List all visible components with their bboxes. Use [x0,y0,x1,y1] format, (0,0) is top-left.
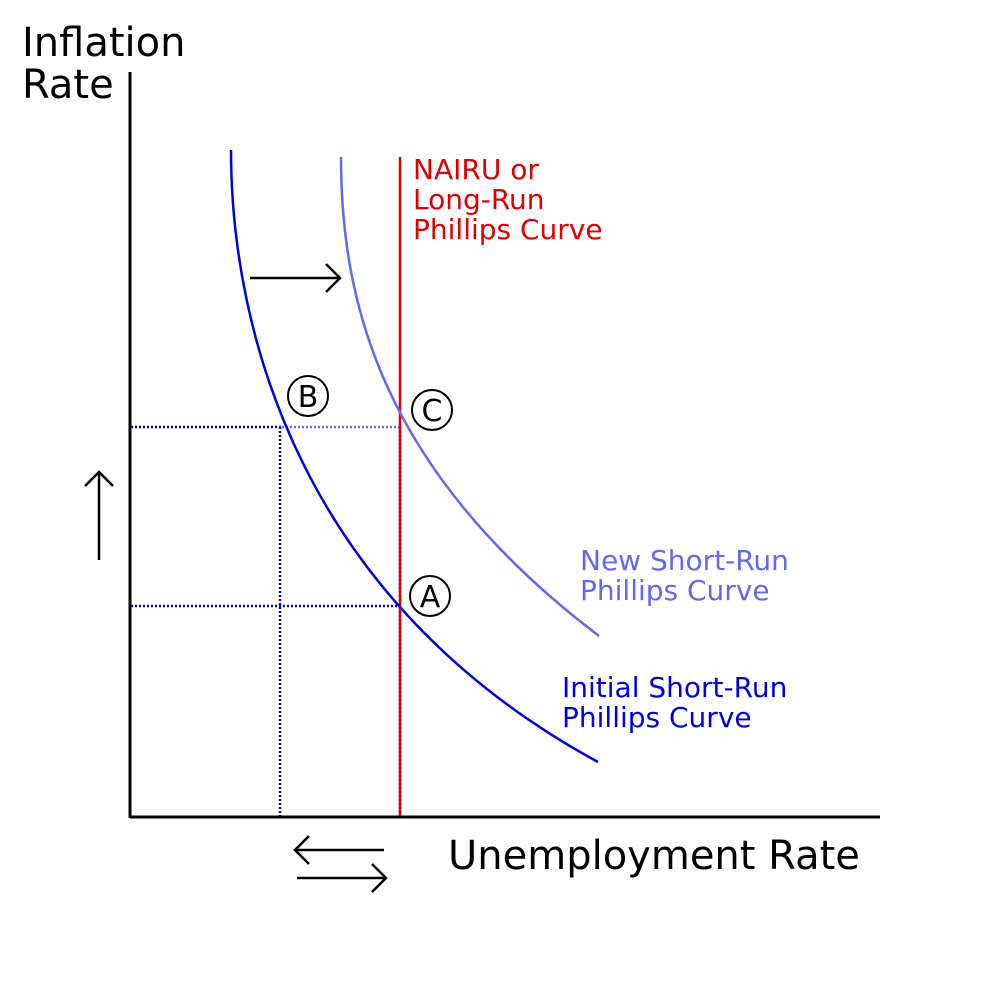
initial-srpc-label-line2: Phillips Curve [562,701,752,734]
x-axis-label: Unemployment Rate [448,833,860,879]
point-a-marker: A [409,575,451,617]
new-srpc-label-line2: Phillips Curve [580,574,770,607]
lrpc-label-line2: Long-Run [413,183,545,216]
inflation-up-arrow-icon [84,470,114,560]
point-b-label: B [298,380,319,415]
point-c-label: C [422,394,443,429]
initial-srpc-label-line1: Initial Short-Run [562,671,787,704]
point-b-circle [287,375,329,417]
unemployment-right-arrow-icon [297,863,388,893]
point-b-marker: B [287,375,329,417]
new-short-run-phillips-curve [339,156,600,637]
lrpc-label-line3: Phillips Curve [413,213,603,246]
unemployment-left-arrow-icon [293,835,384,865]
curve-shift-arrow-icon [250,263,342,293]
point-a-circle [409,575,451,617]
y-axis-label-line2: Rate [22,62,114,108]
point-c-marker: C [411,389,453,431]
point-c-circle [411,389,453,431]
y-axis-label-line1: Inflation [22,20,185,66]
new-srpc-label-line1: New Short-Run [580,544,789,577]
lrpc-label-line1: NAIRU or [413,153,539,186]
initial-short-run-phillips-curve [229,149,599,764]
point-a-label: A [420,580,441,615]
